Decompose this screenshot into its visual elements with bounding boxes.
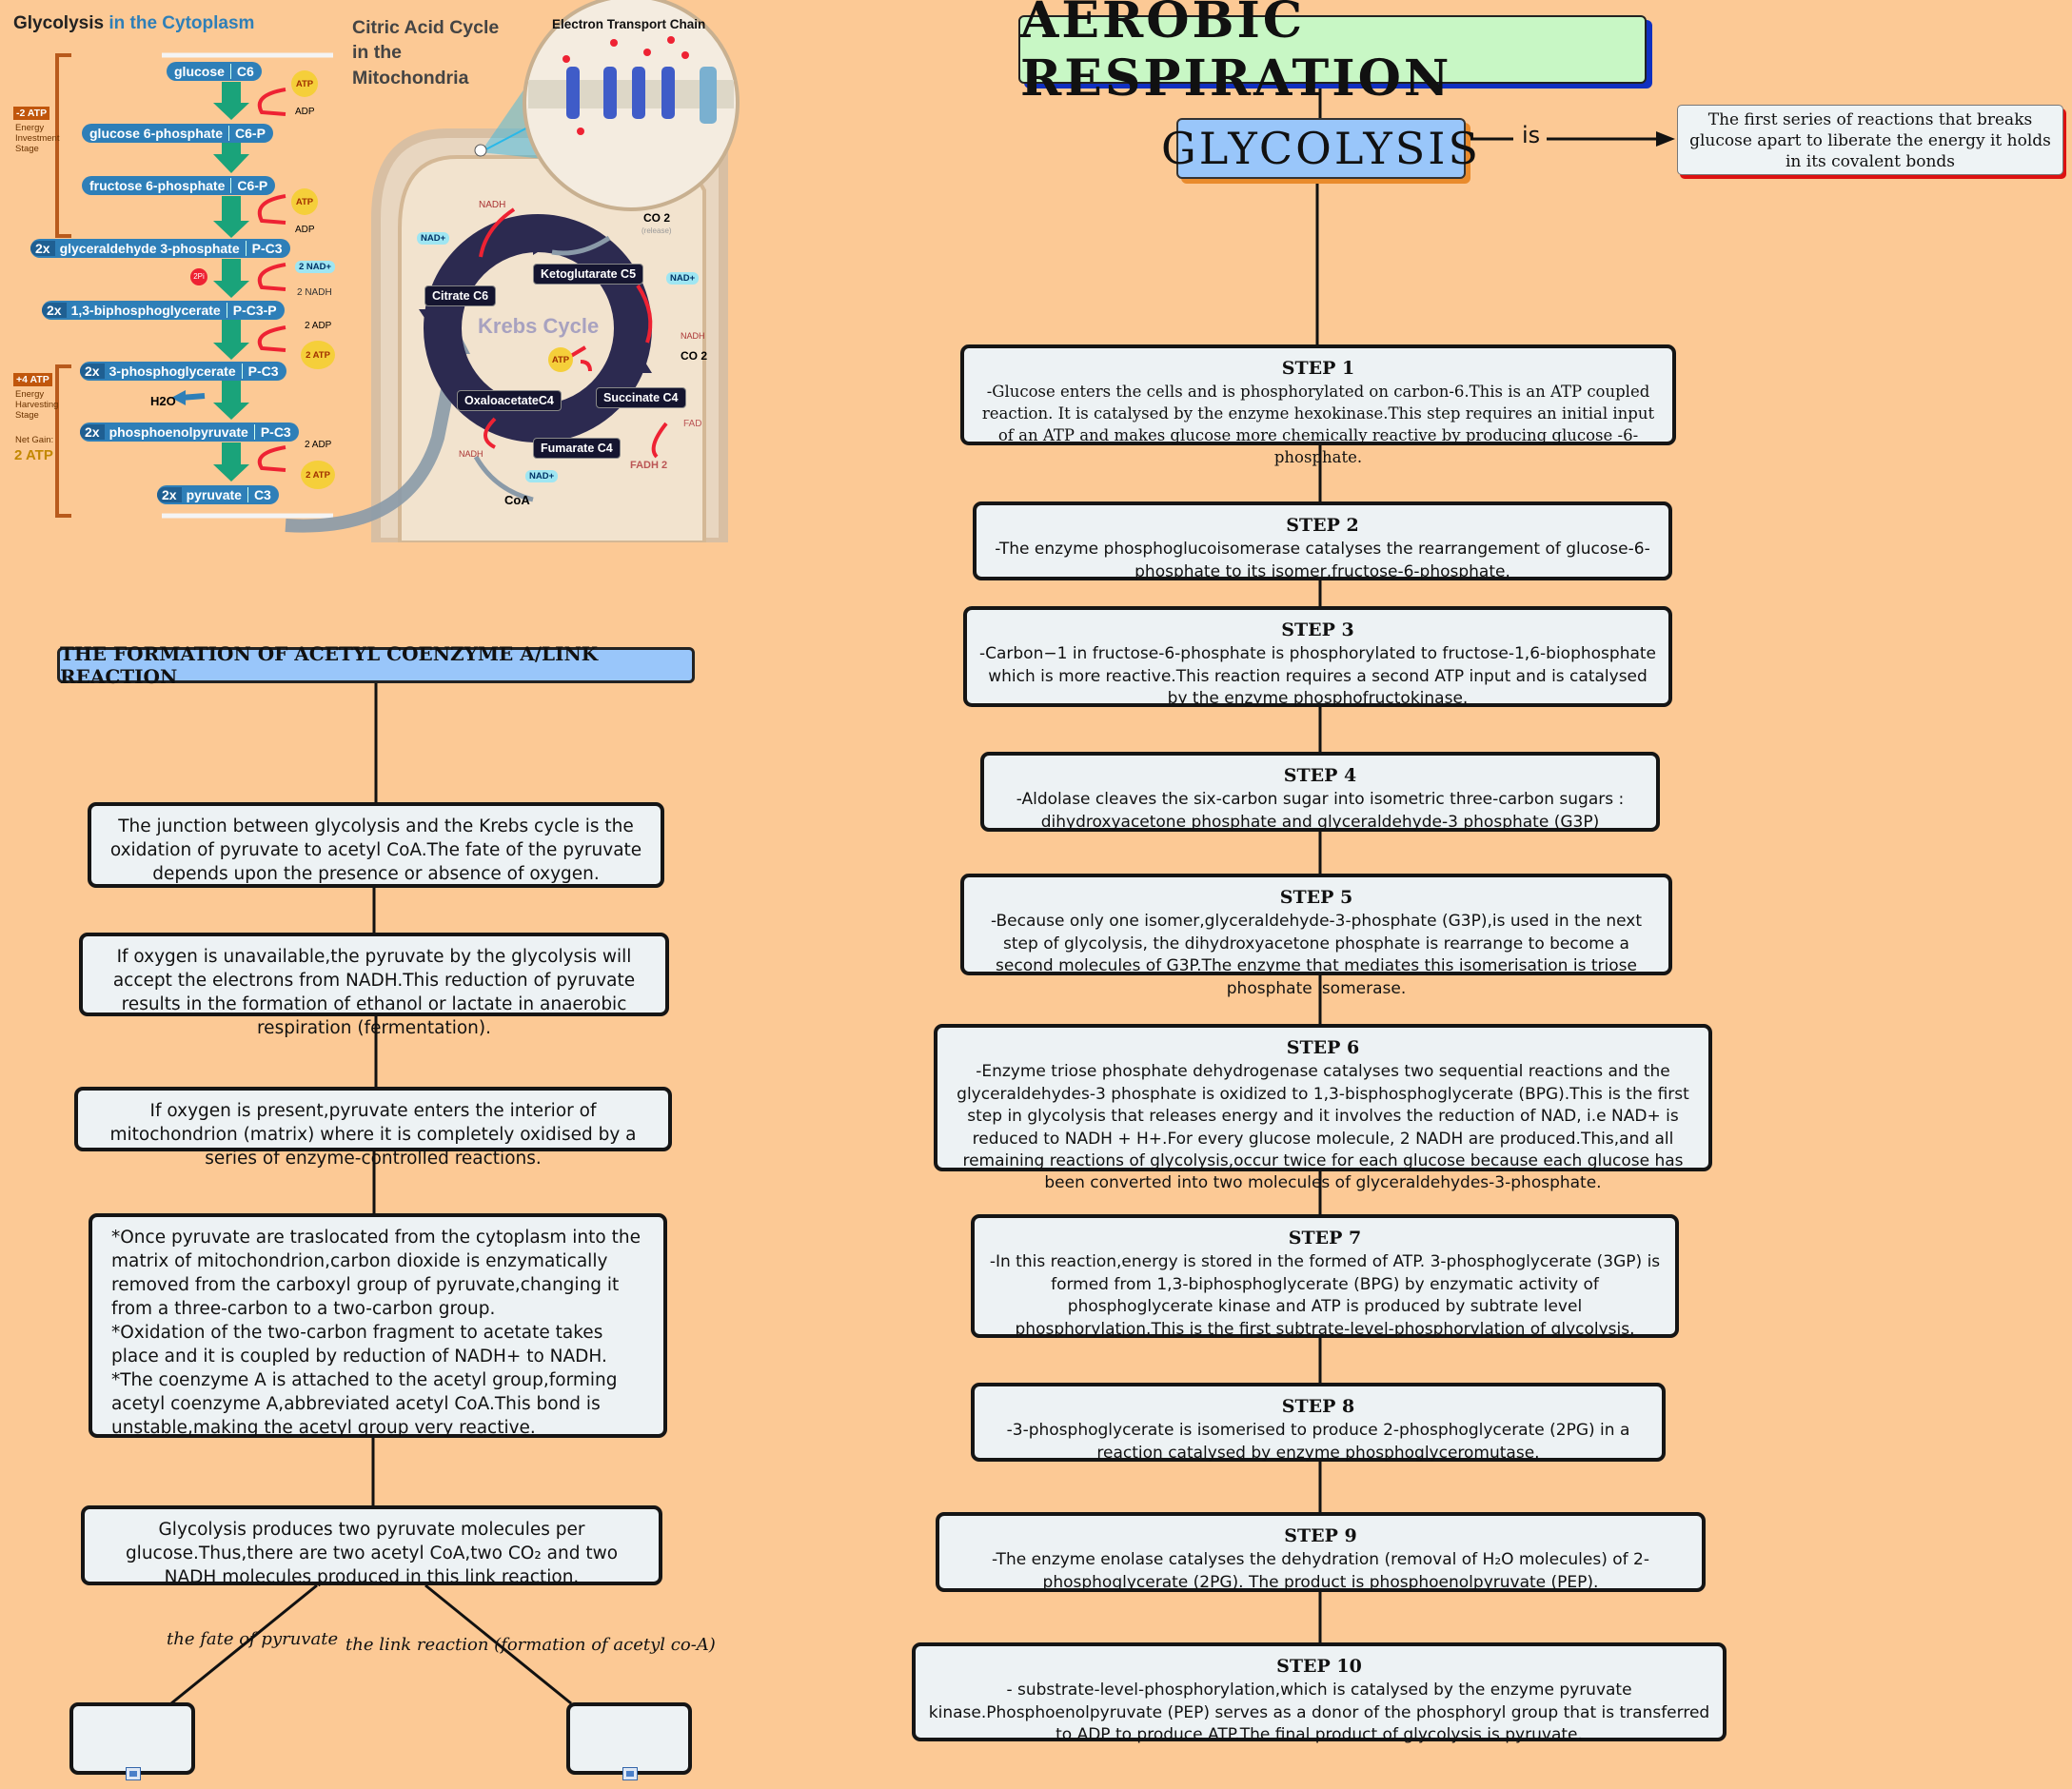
glycolysis-heading: GLYCOLYSIS	[1161, 118, 1478, 179]
krebs-nadh-label-2: NADH	[681, 331, 705, 341]
release-label: (release)	[641, 226, 672, 235]
fad-label: FAD	[683, 419, 702, 429]
link-topic-summary: Glycolysis produces two pyruvate molecul…	[81, 1505, 662, 1587]
atp-2-badge-b: 2 ATP	[301, 461, 335, 489]
branch-label-fate: the fate of pyruvate	[167, 1629, 339, 1649]
step-1-text: -Glucose enters the cells and is phospho…	[981, 383, 1655, 466]
link-topic-junction: The junction between glycolysis and the …	[88, 802, 664, 888]
adp-2-label-b: 2 ADP	[305, 440, 332, 450]
coa-label: CoA	[504, 493, 530, 507]
stage-harvesting-badge: +4 ATP	[13, 373, 52, 386]
acetyl-coa-heading: THE FORMATION OF ACETYL COENZYME A/LINK …	[57, 642, 695, 688]
step-9-text: -The enzyme enolase catalyses the dehydr…	[991, 1550, 1649, 1592]
nadh-2-label: 2 NADH	[297, 287, 332, 298]
step-6-title: STEP 6	[1286, 1037, 1360, 1058]
cytoplasm-word: in the Cytoplasm	[109, 13, 255, 33]
step-10-topic: STEP 10 - substrate-level-phosphorylation…	[912, 1642, 1727, 1744]
image-icon-2[interactable]	[622, 1767, 638, 1780]
glycolysis-word: Glycolysis	[13, 13, 105, 33]
step-9-title: STEP 9	[1284, 1525, 1357, 1546]
step-2-topic: STEP 2 -The enzyme phosphoglucoisomerase …	[973, 501, 1672, 581]
krebs-citrate: Citrate C6	[424, 285, 497, 306]
fadh-label: FADH 2	[630, 460, 668, 471]
citric-acid-title: Citric Acid Cycle in the Mitochondria	[352, 17, 500, 88]
step-8-title: STEP 8	[1281, 1396, 1355, 1417]
krebs-ketoglutarate: Ketoglutarate C5	[533, 264, 644, 285]
diagram-graphics	[55, 0, 740, 542]
krebs-nadh-label-3: NADH	[459, 449, 483, 459]
is-relation-label: is	[1522, 122, 1541, 148]
nad-2-badge: 2 NAD+	[295, 261, 336, 273]
step-3-text: -Carbon−1 in fructose-6-phosphate is pho…	[978, 644, 1657, 709]
main-title: AEROBIC RESPIRATION	[1018, 0, 1647, 108]
krebs-succinate: Succinate C4	[596, 387, 686, 408]
step-6-text: -Enzyme triose phosphate dehydrogenase c…	[957, 1062, 1689, 1193]
step-4-title: STEP 4	[1283, 765, 1357, 786]
branch-label-link: the link reaction (formation of acetyl c…	[345, 1635, 716, 1655]
step-3-topic: STEP 3 -Carbon−1 in fructose-6-phosphate …	[963, 606, 1672, 709]
stage-harvesting-text: Energy Harvesting Stage	[15, 389, 59, 421]
h2o-label: H2O	[150, 394, 176, 408]
image-icon[interactable]	[126, 1767, 141, 1780]
step-4-text: -Aldolase cleaves the six-carbon sugar i…	[1016, 790, 1625, 832]
step-2-title: STEP 2	[1286, 515, 1359, 536]
step-5-topic: STEP 5 -Because only one isomer,glycerald…	[960, 874, 1672, 998]
step-3-title: STEP 3	[1281, 619, 1354, 640]
co2-label-2: CO 2	[681, 349, 708, 363]
step-6-topic: STEP 6 -Enzyme triose phosphate dehydroge…	[934, 1024, 1712, 1192]
krebs-fumarate: Fumarate C4	[533, 438, 621, 459]
krebs-nad-badge-3: NAD+	[525, 470, 559, 482]
step-5-text: -Because only one isomer,glyceraldehyde-…	[990, 912, 1642, 998]
net-gain-value: 2 ATP	[14, 447, 53, 463]
etc-title: Electron Transport Chain	[552, 17, 706, 31]
atp-badge-2: ATP	[291, 188, 318, 215]
step-7-text: -In this reaction,energy is stored in th…	[989, 1252, 1661, 1339]
step-9-topic: STEP 9 -The enzyme enolase catalyses the …	[936, 1512, 1706, 1592]
stage-investment-text: Energy Investment Stage	[15, 123, 60, 154]
respiration-diagram: Glycolysis in the Cytoplasm Citric Acid …	[0, 0, 752, 542]
stage-investment-badge: -2 ATP	[13, 107, 50, 120]
atp-2-badge: 2 ATP	[301, 341, 335, 369]
step-10-text: - substrate-level-phosphorylation,which …	[928, 1681, 1710, 1745]
krebs-nad-badge: NAD+	[417, 232, 450, 245]
step-7-topic: STEP 7 -In this reaction,energy is stored…	[971, 1214, 1679, 1339]
krebs-cycle-label: Krebs Cycle	[478, 314, 600, 338]
step-5-title: STEP 5	[1279, 887, 1353, 908]
empty-topic-link[interactable]	[566, 1702, 692, 1775]
co2-label: CO 2	[643, 211, 671, 225]
step-1-title: STEP 1	[1281, 358, 1355, 379]
step-7-title: STEP 7	[1288, 1228, 1362, 1248]
krebs-nad-badge-2: NAD+	[666, 272, 700, 285]
adp-label: ADP	[295, 107, 315, 117]
empty-topic-fate[interactable]	[69, 1702, 195, 1775]
net-gain-label: Net Gain:	[15, 435, 54, 445]
krebs-oxaloacetate: OxaloacetateC4	[457, 390, 562, 411]
atp-badge: ATP	[291, 70, 318, 97]
glycolysis-definition: The first series of reactions that break…	[1677, 105, 2063, 175]
step-4-topic: STEP 4 -Aldolase cleaves the six-carbon s…	[980, 752, 1660, 832]
adp-label-2: ADP	[295, 225, 315, 235]
diagram-glycolysis-title: Glycolysis in the Cytoplasm	[13, 13, 254, 34]
krebs-atp-badge: ATP	[548, 347, 573, 372]
adp-2-label: 2 ADP	[305, 321, 332, 331]
step-2-text: -The enzyme phosphoglucoisomerase cataly…	[995, 540, 1650, 581]
phosphate-badge: 2Pi	[190, 268, 207, 285]
step-8-text: -3-phosphoglycerate is isomerised to pro…	[1006, 1421, 1630, 1463]
krebs-nadh-label: NADH	[479, 200, 506, 210]
link-topic-oxygen-present: If oxygen is present,pyruvate enters the…	[74, 1087, 672, 1169]
step-8-topic: STEP 8 -3-phosphoglycerate is isomerised …	[971, 1383, 1666, 1463]
link-topic-process: *Once pyruvate are traslocated from the …	[89, 1213, 667, 1438]
step-10-title: STEP 10	[1276, 1656, 1362, 1677]
step-1-topic: STEP 1 -Glucose enters the cells and is p…	[960, 344, 1676, 466]
link-topic-no-oxygen: If oxygen is unavailable,the pyruvate by…	[79, 933, 669, 1038]
